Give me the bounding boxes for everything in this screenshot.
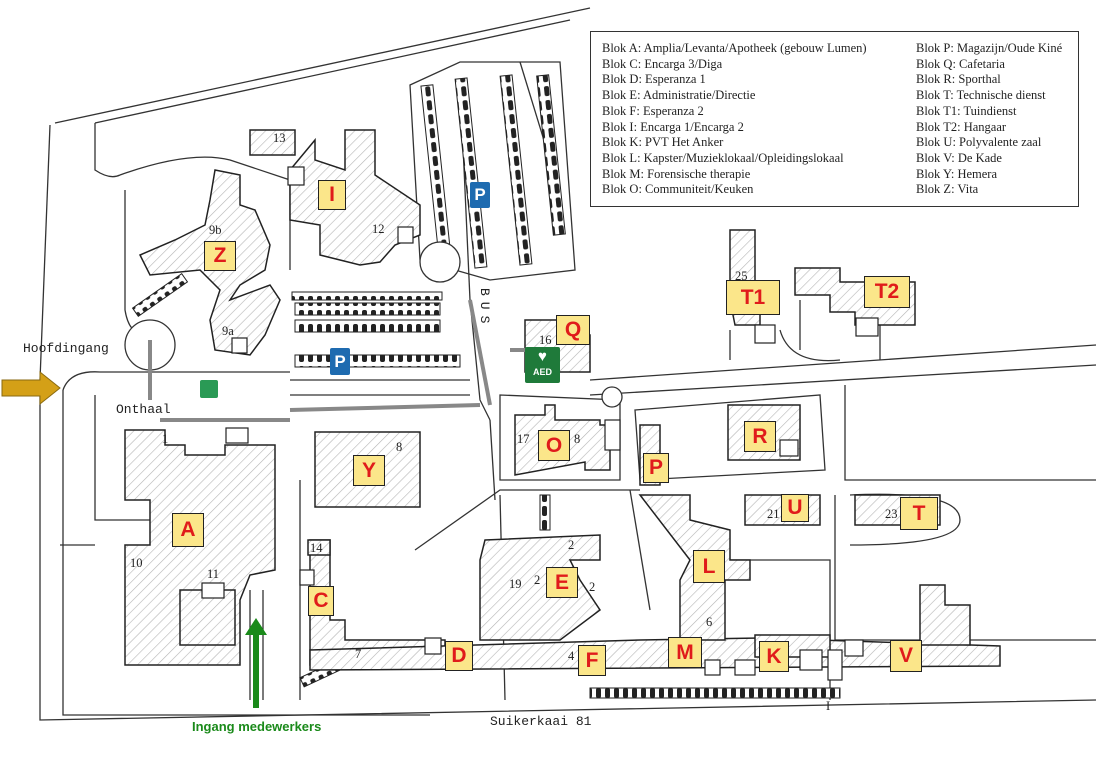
staff-entrance-arrow-icon <box>245 618 267 708</box>
block-label-e[interactable]: E <box>546 567 578 598</box>
building-number: 2 <box>589 580 596 594</box>
legend-item: Blok F: Esperanza 2 <box>602 103 704 118</box>
block-label-a[interactable]: A <box>172 513 204 547</box>
building-number: 11 <box>207 567 220 581</box>
building-number: 13 <box>273 131 286 145</box>
legend-item: Blok P: Magazijn/Oude Kiné <box>916 41 1063 55</box>
legend-column-right: Blok P: Magazijn/Oude Kiné Blok Q: Cafet… <box>916 41 1062 198</box>
building-number: 12 <box>372 222 385 236</box>
street-address-label: Suikerkaai 81 <box>490 714 592 729</box>
building-number: 16 <box>539 333 552 347</box>
bus-lane-label: BUS <box>477 288 492 330</box>
legend-item: Blok L: Kapster/Muzieklokaal/Opleidingsl… <box>602 150 844 165</box>
legend-item: Blok K: PVT Het Anker <box>602 135 724 150</box>
building-number: 8 <box>396 440 403 454</box>
main-entrance-label: Hoofdingang <box>23 341 109 356</box>
legend-box: Blok A: Amplia/Levanta/Apotheek (gebouw … <box>590 31 1079 207</box>
building-number: 4 <box>568 649 575 663</box>
building-number: 7 <box>355 647 362 661</box>
building-number: 21 <box>767 507 780 521</box>
heart-icon: ♥ <box>538 348 547 365</box>
legend-item: Blok R: Sporthal <box>916 72 1001 87</box>
parking-icon[interactable]: P <box>330 348 350 375</box>
legend-item: Blok T2: Hangaar <box>916 119 1007 134</box>
building-number: 14 <box>310 541 323 555</box>
block-label-d[interactable]: D <box>445 641 473 671</box>
block-label-v[interactable]: V <box>890 640 922 672</box>
building-number: 2 <box>534 573 541 587</box>
building-number: I <box>826 699 831 713</box>
legend-item: Blok T: Technische dienst <box>916 88 1046 103</box>
legend-item: Blok Z: Vita <box>916 182 979 197</box>
block-label-p[interactable]: P <box>643 453 669 483</box>
annexes <box>201 166 879 681</box>
block-label-t[interactable]: T <box>900 497 938 530</box>
legend-column-left: Blok A: Amplia/Levanta/Apotheek (gebouw … <box>602 41 867 198</box>
building-e <box>479 534 602 641</box>
building-v <box>919 584 971 646</box>
legend-item: Blok O: Communiteit/Keuken <box>602 182 754 197</box>
building-number: 8 <box>574 432 581 446</box>
building-number: 17 <box>517 432 530 446</box>
parking-icon[interactable]: P <box>470 182 490 208</box>
block-label-f[interactable]: F <box>578 645 606 676</box>
building-number: 9a <box>222 324 234 338</box>
walkways <box>148 299 530 422</box>
building-number: 9b <box>209 223 222 237</box>
aed-icon[interactable]: ♥ AED <box>525 347 560 383</box>
legend-item: Blok Q: Cafetaria <box>916 56 1005 71</box>
reception-label: Onthaal <box>116 402 171 417</box>
block-label-q[interactable]: Q <box>556 315 590 345</box>
building-number: 25 <box>735 269 748 283</box>
building-number: 19 <box>509 577 522 591</box>
block-label-c[interactable]: C <box>308 586 334 616</box>
building-number: 2 <box>568 538 575 552</box>
legend-item: Blok Y: Hemera <box>916 166 998 181</box>
first-aid-icon[interactable] <box>200 380 218 398</box>
legend-item: Blok C: Encarga 3/Diga <box>602 56 723 71</box>
block-label-m[interactable]: M <box>668 637 702 668</box>
legend-item: Blok V: De Kade <box>916 150 1002 165</box>
block-label-l[interactable]: L <box>693 550 725 583</box>
block-label-k[interactable]: K <box>759 641 789 672</box>
block-label-u[interactable]: U <box>781 494 809 522</box>
legend-item: Blok U: Polyvalente zaal <box>916 135 1042 150</box>
legend-item: Blok D: Esperanza 1 <box>602 72 706 87</box>
legend-item: Blok M: Forensische therapie <box>602 166 751 181</box>
block-label-o[interactable]: O <box>538 430 570 461</box>
building-i <box>289 129 421 266</box>
building-number: 23 <box>885 507 898 521</box>
block-label-z[interactable]: Z <box>204 241 236 271</box>
building-a <box>124 429 276 666</box>
legend-item: Blok T1: Tuindienst <box>916 103 1017 118</box>
aed-label: AED <box>532 367 552 377</box>
legend-item: Blok A: Amplia/Levanta/Apotheek (gebouw … <box>602 41 867 55</box>
block-label-t1[interactable]: T1 <box>726 280 780 315</box>
building-number: 1 <box>162 432 169 446</box>
legend-item: Blok I: Encarga 1/Encarga 2 <box>602 119 744 134</box>
legend-item: Blok E: Administratie/Directie <box>602 88 756 103</box>
building-number: 10 <box>130 556 143 570</box>
block-label-y[interactable]: Y <box>353 455 385 486</box>
parking-stalls <box>131 74 841 699</box>
block-label-t2[interactable]: T2 <box>864 276 910 308</box>
entrance-arrow-icon <box>1 370 61 406</box>
building-number: 6 <box>706 615 713 629</box>
block-label-i[interactable]: I <box>318 180 346 210</box>
staff-entrance-label: Ingang medewerkers <box>192 719 322 734</box>
block-label-r[interactable]: R <box>744 421 776 452</box>
